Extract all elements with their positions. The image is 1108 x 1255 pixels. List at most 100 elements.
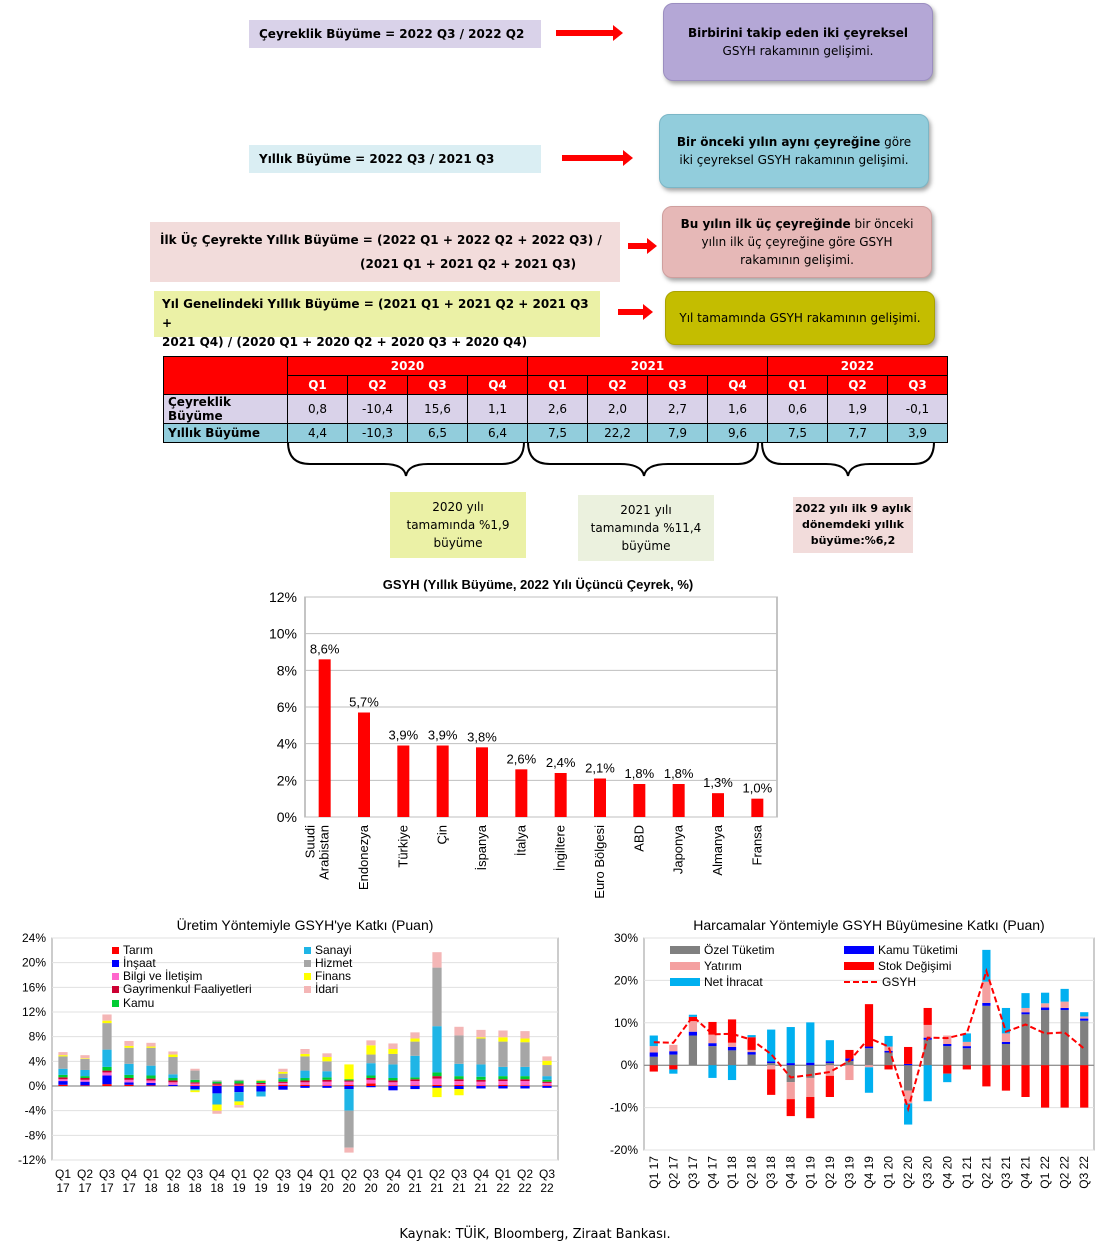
table-cell: 15,6 — [407, 394, 468, 424]
def-3-desc: Bu yılın ilk üç çeyreğinde bir önceki yı… — [662, 206, 932, 278]
stack-segment — [498, 1076, 508, 1080]
stack-segment — [322, 1053, 332, 1058]
x-tick-label: Q4 18 — [784, 1156, 798, 1189]
stack-segment — [786, 1082, 795, 1100]
stack-segment — [190, 1083, 200, 1086]
stack-segment — [102, 1070, 112, 1073]
stack-segment — [432, 1087, 442, 1098]
stack-segment — [542, 1065, 552, 1077]
stack-segment — [542, 1056, 552, 1061]
y-tick-label: 0% — [621, 1058, 639, 1072]
x-tick-label-group: Türkiye — [395, 825, 410, 868]
y-tick-label: 6% — [277, 699, 297, 715]
x-tick-label: Q2 21 — [979, 1156, 993, 1189]
legend-swatch — [670, 946, 700, 954]
stack-segment — [322, 1071, 332, 1078]
stack-segment — [767, 1069, 776, 1095]
stack-segment — [410, 1055, 420, 1078]
x-tick-label: Q2 19 — [823, 1156, 837, 1189]
stack-segment — [146, 1047, 156, 1066]
stack-segment — [212, 1084, 222, 1086]
x-tick-label-group: Endonezya — [356, 824, 371, 890]
stack-segment — [190, 1090, 200, 1093]
def-1-desc-bold: Birbirini takip eden iki çeyreksel — [688, 26, 908, 40]
stack-segment — [344, 1086, 354, 1090]
stack-segment — [190, 1086, 200, 1090]
stack-segment — [256, 1091, 266, 1097]
stack-segment — [410, 1038, 420, 1042]
stack-segment — [190, 1068, 200, 1071]
stack-segment — [146, 1046, 156, 1048]
bar — [554, 773, 567, 817]
x-tick-label: Q4 20 — [940, 1156, 954, 1189]
stack-segment — [80, 1055, 90, 1059]
stack-segment — [1001, 1033, 1011, 1042]
stack-segment — [864, 1048, 874, 1066]
x-tick-label: Q4 — [473, 1167, 489, 1181]
stack-segment — [366, 1086, 376, 1088]
y-tick-label: 4% — [29, 1054, 47, 1068]
x-tick-label: Q1 — [55, 1167, 71, 1181]
legend-swatch — [112, 973, 119, 980]
stack-segment — [322, 1086, 332, 1088]
stack-segment — [962, 1065, 971, 1070]
x-tick-label-group: Almanya — [710, 824, 725, 875]
stack-segment — [476, 1081, 486, 1086]
def-1-label: Çeyreklik Büyüme = 2022 Q3 / 2022 Q2 — [249, 20, 541, 48]
stack-segment — [943, 1035, 952, 1044]
stack-segment — [1021, 993, 1030, 1008]
stack-segment — [825, 1065, 834, 1076]
def-4-label-line1: Yıl Genelindeki Yıllık Büyüme = (2021 Q1… — [162, 297, 589, 330]
stack-segment — [904, 1046, 913, 1064]
x-tick-label: Q1 — [319, 1167, 335, 1181]
stack-segment — [923, 1039, 932, 1066]
legend-swatch — [670, 978, 700, 986]
stack-segment — [80, 1081, 90, 1086]
stack-segment — [256, 1085, 266, 1086]
stack-segment — [845, 1065, 854, 1081]
stack-segment — [649, 1046, 658, 1053]
stack-segment — [256, 1086, 266, 1092]
stack-segment — [747, 1049, 756, 1053]
stack-segment — [943, 1046, 952, 1066]
stack-segment — [1040, 1065, 1050, 1108]
stack-segment — [884, 1052, 893, 1066]
production-contribution-chart: Üretim Yöntemiyle GSYH'ye Katkı (Puan)-1… — [18, 916, 559, 1195]
stack-segment — [410, 1079, 420, 1082]
stack-segment — [300, 1053, 310, 1057]
stack-segment — [962, 1048, 971, 1066]
table-cell: 0,6 — [767, 394, 828, 424]
stack-segment — [190, 1085, 200, 1086]
stack-segment — [432, 1072, 442, 1077]
x-tick-label: Q3 — [451, 1167, 467, 1181]
stack-segment — [80, 1079, 90, 1082]
stack-segment — [300, 1070, 310, 1078]
stack-segment — [520, 1038, 530, 1043]
stack-segment — [124, 1040, 134, 1046]
stack-segment — [727, 1042, 737, 1047]
table-cell: 1,6 — [707, 394, 768, 424]
stack-segment — [366, 1077, 376, 1080]
stack-segment — [234, 1084, 244, 1086]
stack-segment — [278, 1073, 288, 1078]
legend-label: Yatırım — [704, 959, 742, 973]
stack-segment — [278, 1077, 288, 1080]
x-tick-label: 18 — [188, 1181, 202, 1195]
x-tick-label: Q1 — [495, 1167, 511, 1181]
legend-label: Kamu Tüketimi — [878, 943, 958, 957]
def-1-desc: Birbirini takip eden iki çeyreksel GSYH … — [663, 3, 933, 81]
stack-segment — [669, 1069, 678, 1074]
stack-segment — [1060, 988, 1069, 1002]
x-tick-label: 20 — [364, 1181, 378, 1195]
stack-segment — [190, 1089, 200, 1091]
x-tick-label: Q2 17 — [666, 1156, 680, 1189]
x-tick-label: Q3 — [275, 1167, 291, 1181]
stack-segment — [520, 1066, 530, 1077]
stack-segment — [1080, 1020, 1089, 1066]
stack-segment — [168, 1077, 178, 1081]
stack-segment — [498, 1081, 508, 1085]
summary-line: dönemdeki yıllık — [801, 518, 904, 531]
x-tick-label-group: Çin — [435, 825, 450, 845]
stack-segment — [904, 1063, 913, 1066]
x-tick-label: 19 — [232, 1181, 246, 1195]
